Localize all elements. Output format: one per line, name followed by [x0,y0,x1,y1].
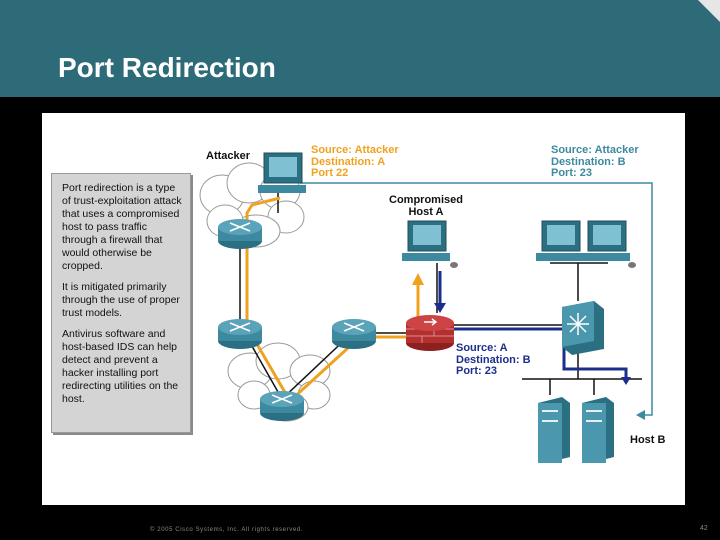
redirect-arrowhead [621,377,631,385]
flow-up-arrowhead [412,273,424,285]
firewall-icon [406,315,454,351]
server-icon [538,397,570,463]
network-links [239,193,642,400]
attacker-to-b-line [300,182,653,416]
note-paragraph: It is mitigated primarily through the us… [62,281,180,319]
compromised-host-pc-icon [402,220,458,268]
page-curl-corner [698,0,720,22]
flow2-label: Source: Attacker Destination: B Port: 23 [551,144,639,179]
compromised-down-arrowhead [434,303,446,313]
router-icon [332,319,376,349]
page-number: 42 [700,525,708,532]
copyright-footer: © 2005 Cisco Systems, Inc. All rights re… [150,527,304,533]
router-icon [260,391,304,421]
compromised-host-label: Compromised Host A [389,194,463,218]
redirect-flow-path [452,327,628,379]
host-b-arrowhead [636,410,645,420]
flow1-label: Source: Attacker Destination: A Port 22 [311,144,399,179]
diagram-panel: Port redirection is a type of trust-expl… [42,113,685,505]
slide-title: Port Redirection [58,52,276,83]
flow3-label: Source: A Destination: B Port: 23 [456,342,531,377]
explanation-note: Port redirection is a type of trust-expl… [51,173,191,433]
host-b-label: Host B [630,434,666,446]
title-bar [0,0,720,97]
note-paragraph: Port redirection is a type of trust-expl… [62,182,182,272]
router-icon [218,319,262,349]
network-diagram [199,152,653,463]
note-paragraph: Antivirus software and host-based IDS ca… [62,328,179,405]
switch-icon [562,301,604,355]
attacker-label: Attacker [206,150,251,162]
host-b-server-icon [582,397,614,463]
router-icon [218,219,262,249]
workstation-pc-icon [582,220,636,268]
workstation-pc-icon [536,220,584,261]
attacker-pc-icon [258,152,306,193]
